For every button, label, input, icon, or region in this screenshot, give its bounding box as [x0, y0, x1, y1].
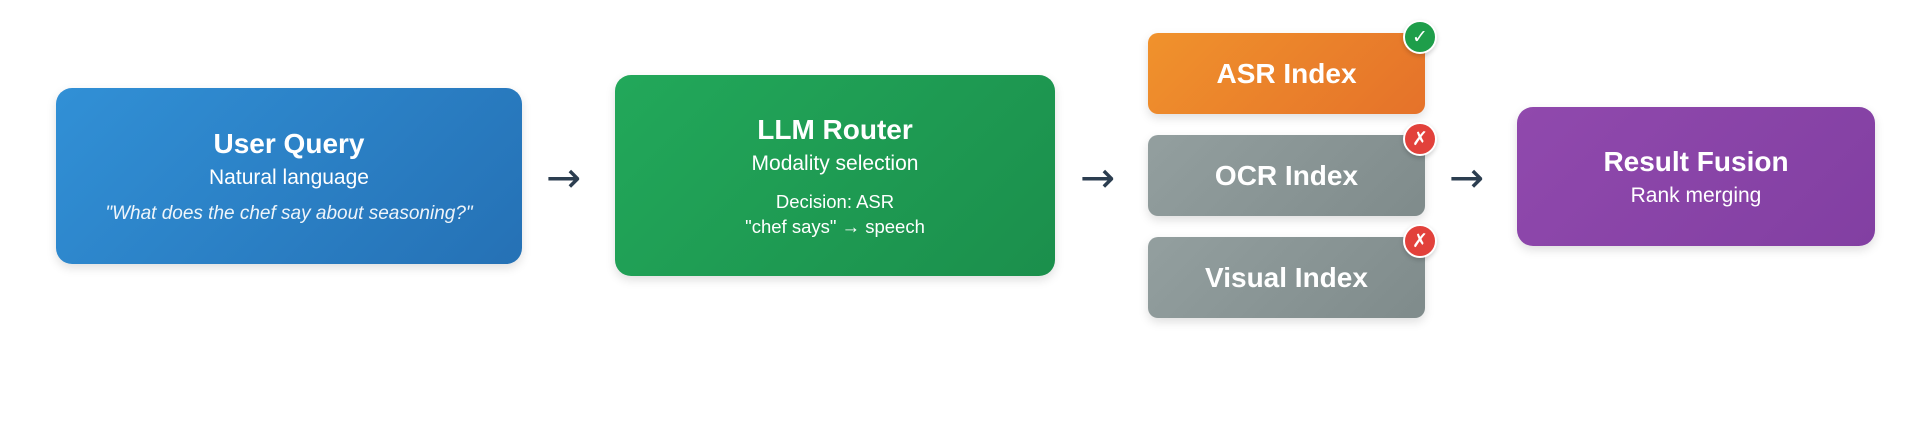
user-query-example: "What does the chef say about seasoning?… — [105, 203, 473, 224]
cross-icon: ✗ — [1403, 122, 1437, 156]
arrow-right-icon: → — [1080, 153, 1116, 202]
visual-index-box: Visual Index — [1148, 237, 1425, 318]
ocr-index-box: OCR Index — [1148, 135, 1425, 216]
llm-router-title: LLM Router — [757, 113, 913, 145]
asr-index-box: ASR Index — [1148, 33, 1425, 114]
user-query-box: User Query Natural language "What does t… — [56, 88, 522, 264]
llm-router-decision-line1: Decision: ASR — [775, 190, 895, 212]
llm-router-box: LLM Router Modality selection Decision: … — [615, 75, 1055, 276]
user-query-subtitle: Natural language — [209, 166, 369, 189]
arrow-right-icon: → — [1449, 153, 1485, 202]
result-fusion-box: Result Fusion Rank merging — [1517, 107, 1875, 246]
user-query-title: User Query — [213, 128, 365, 159]
cross-icon: ✗ — [1403, 224, 1437, 258]
llm-router-subtitle: Modality selection — [751, 151, 919, 175]
result-fusion-subtitle: Rank merging — [1630, 183, 1762, 207]
check-icon: ✓ — [1403, 20, 1437, 54]
visual-index-title: Visual Index — [1205, 261, 1368, 293]
result-fusion-title: Result Fusion — [1603, 145, 1789, 177]
arrow-right-icon: → — [546, 153, 582, 202]
llm-router-decision: Decision: ASR "chef says" → speech — [745, 189, 925, 239]
asr-index-title: ASR Index — [1216, 57, 1357, 89]
llm-router-decision-line2: "chef says" → speech — [745, 215, 925, 237]
ocr-index-title: OCR Index — [1214, 159, 1359, 191]
